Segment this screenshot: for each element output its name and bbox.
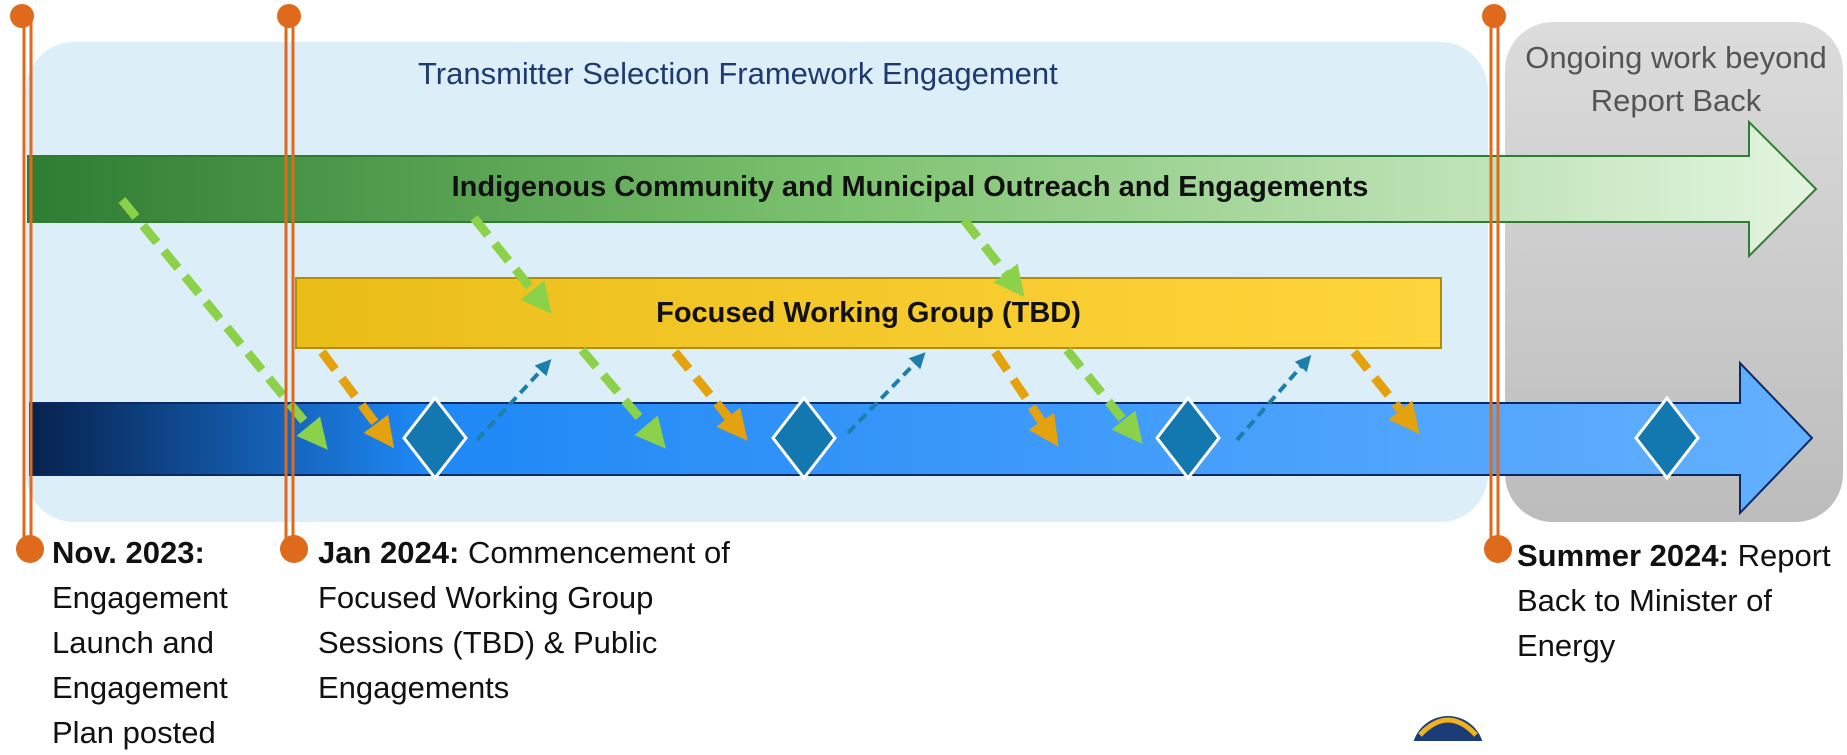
- green-arrow: [960, 217, 1025, 298]
- teal-arrow: [846, 352, 926, 435]
- milestone-dot: [1484, 535, 1512, 563]
- orange-arrow: [991, 349, 1059, 447]
- milestone-lines: [22, 18, 1500, 545]
- working-group-box: [295, 277, 1442, 349]
- green-arrows: [118, 197, 1143, 450]
- milestone-jan-2024: Jan 2024: Commencement of Focused Workin…: [318, 530, 738, 710]
- ongoing-title: Ongoing work beyond Report Back: [1525, 40, 1827, 118]
- teal-arrows: [475, 352, 1312, 442]
- outreach-band-title: Indigenous Community and Municipal Outre…: [451, 171, 1369, 203]
- orange-arrows: [318, 349, 1420, 449]
- green-arrow: [1063, 347, 1143, 444]
- milestone-date: Nov. 2023:: [52, 535, 205, 570]
- orange-arrow: [318, 349, 395, 449]
- teal-arrow: [1235, 354, 1312, 442]
- milestone-dot: [280, 535, 308, 563]
- framework-title: Transmitter Selection Framework Engageme…: [418, 56, 1058, 91]
- diamond-marker: [402, 395, 468, 481]
- teal-arrow: [475, 359, 552, 442]
- milestone-dot: [10, 4, 34, 28]
- working-group-title: Focused Working Group (TBD): [656, 297, 1081, 329]
- milestone-text: Engagement Launch and Engagement Plan po…: [52, 580, 228, 750]
- milestone-dot: [1482, 4, 1506, 28]
- milestone-date: Jan 2024:: [318, 535, 460, 570]
- milestone-summer-2024: Summer 2024: Report Back to Minister of …: [1517, 533, 1843, 668]
- orange-arrow: [671, 349, 748, 441]
- milestone-text: Report Back to Minister of Energy: [1517, 538, 1831, 663]
- milestone-date: Summer 2024:: [1517, 538, 1729, 573]
- green-arrow: [578, 347, 666, 449]
- outreach-arrow: [27, 119, 1818, 259]
- diamond-marker: [771, 395, 837, 481]
- milestone-dot: [16, 535, 44, 563]
- logo-mark: [1413, 716, 1483, 741]
- green-arrow: [118, 197, 328, 450]
- orange-arrow: [1350, 349, 1420, 434]
- milestone-diamonds: [402, 395, 1700, 481]
- diamond-marker: [1634, 395, 1700, 481]
- milestone-nov-2023: Nov. 2023: Engagement Launch and Engagem…: [52, 530, 252, 755]
- diamond-marker: [1155, 395, 1221, 481]
- milestone-text: Commencement of Focused Working Group Se…: [318, 535, 730, 705]
- green-arrow: [470, 215, 552, 314]
- timeline-arrow: [29, 360, 1814, 516]
- milestone-dot: [277, 4, 301, 28]
- milestone-dots: [10, 4, 1512, 563]
